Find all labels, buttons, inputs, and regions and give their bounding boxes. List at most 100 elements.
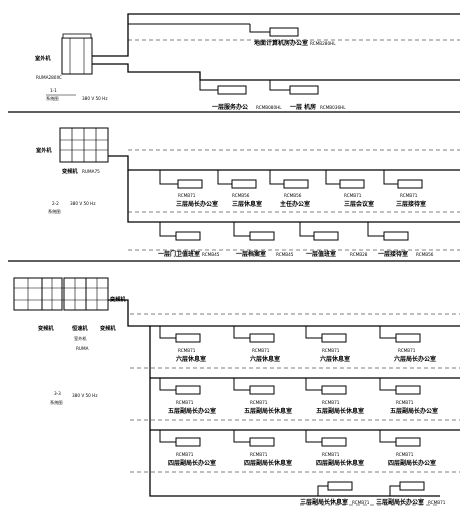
room-label: 五层副局长休息室 xyxy=(244,407,292,415)
system-name-2: 系统图 xyxy=(48,208,61,215)
floor-5-units: RCMB71 五层副局长办公室 RCMB71 五层副局长休息室 RCMB71 五… xyxy=(159,378,438,415)
room-label: 四层副局长办公室 xyxy=(168,459,216,467)
room-model: RCMB71 xyxy=(178,348,196,353)
system-1: 室外机 RUMA280XC 1-1 系统图 380 V 50 Hz 地面计算机房… xyxy=(35,13,460,111)
floor-6-units: RCMB71 六层休息室 RCMB71 六层休息室 RCMB71 六层休息室 R… xyxy=(159,326,436,363)
room-model: RCMB080HL xyxy=(256,105,282,110)
room-model: RCMB28 xyxy=(350,252,368,257)
indoor-unit xyxy=(249,333,275,343)
indoor-unit-1c xyxy=(289,85,319,95)
room-model: RCMB56 xyxy=(284,193,302,198)
room-label: 三层接待室 xyxy=(396,200,426,208)
outdoor-label-3: 室外机 xyxy=(74,335,87,342)
room-label: 四层副局长办公室 xyxy=(388,459,436,467)
lower-room-units: 一层门卫值班室 RCMB45 一层档案室 RCMB45 一层值班室 RCMB28… xyxy=(158,222,434,258)
system-3: 变频机 变频机 恒速机 变频机 室外机 RUMA 3-3 系统图 380 V 5… xyxy=(13,277,460,506)
room-label: 一层服务办公 xyxy=(212,103,248,111)
room-model: RCMB71 xyxy=(178,193,196,198)
room-label: 主任办公室 xyxy=(280,200,310,208)
room-model: RCMB71 xyxy=(322,348,340,353)
room-model: RCMB56 xyxy=(416,252,434,257)
indoor-unit xyxy=(399,481,425,491)
indoor-unit xyxy=(175,333,201,343)
system-name-3: 系统图 xyxy=(50,399,63,406)
outdoor-label-1: 室外机 xyxy=(35,54,51,62)
room-model: RCMB71 xyxy=(352,500,370,505)
indoor-unit xyxy=(395,385,421,395)
floor-3-units: 三层副局长休息室 RCMB71 三层副局长办公室 RCMB71 xyxy=(300,481,446,506)
power-note-3: 380 V 50 Hz xyxy=(72,393,98,398)
room-model: RCMB71 xyxy=(344,193,362,198)
room-model: RCMB280HL xyxy=(310,41,336,46)
room-label: 一层档案室 xyxy=(236,250,266,258)
indoor-unit xyxy=(339,179,365,189)
room-label: 三层会议室 xyxy=(344,200,374,208)
indoor-unit xyxy=(175,385,201,395)
room-model: RCMB036HL xyxy=(320,105,346,110)
room-model: RCMB71 xyxy=(400,193,418,198)
room-model: RCMB71 xyxy=(398,348,416,353)
indoor-unit xyxy=(249,385,275,395)
system-code-1: 1-1 xyxy=(50,88,57,93)
power-note-2: 380 V 50 Hz xyxy=(70,201,96,206)
room-label: 一层 机房 xyxy=(290,103,316,111)
room-model: RCMB71 xyxy=(250,452,268,457)
room-model: RCMB71 xyxy=(252,348,270,353)
outdoor-label-2: 室外机 xyxy=(36,146,52,154)
room-label: 地面计算机房办公室 xyxy=(254,39,308,47)
room-label: 一层接待室 xyxy=(378,250,408,258)
unit-label-2: 恒速机 xyxy=(72,324,88,332)
indoor-unit xyxy=(283,179,309,189)
indoor-unit xyxy=(177,179,203,189)
room-model: RCMB71 xyxy=(396,400,414,405)
indoor-unit xyxy=(321,333,347,343)
outdoor-model-2: RUMA75 xyxy=(82,169,100,174)
room-model: RCMB71 xyxy=(176,400,194,405)
room-label: 四层副局长休息室 xyxy=(316,459,364,467)
room-label: 三层副局长休息室 xyxy=(300,498,348,506)
unit-label-3: 变频机 xyxy=(100,324,116,332)
indoor-unit xyxy=(175,231,201,241)
indoor-unit xyxy=(249,437,275,447)
room-label: 三层局长办公室 xyxy=(176,200,218,208)
room-model: RCMB71 xyxy=(322,400,340,405)
room-model: RCMB71 xyxy=(176,452,194,457)
indoor-unit-1a xyxy=(269,27,299,37)
system-code-3: 3-3 xyxy=(54,391,61,396)
system-code-2: 2-2 xyxy=(52,201,59,206)
outdoor-unit-1 xyxy=(61,37,93,75)
indoor-unit xyxy=(383,231,409,241)
room-label: 六层休息室 xyxy=(176,355,206,363)
outdoor-model-1: RUMA280XC xyxy=(36,75,62,80)
indoor-unit xyxy=(249,231,275,241)
outdoor-model-3: RUMA xyxy=(76,346,89,351)
room-label: 五层副局长办公室 xyxy=(168,407,216,415)
indoor-unit xyxy=(313,231,339,241)
room-label: 四层副局长休息室 xyxy=(244,459,292,467)
indoor-unit xyxy=(395,333,421,343)
room-model: RCMB56 xyxy=(232,193,250,198)
indoor-unit xyxy=(231,179,257,189)
power-note-1: 380 V 50 Hz xyxy=(82,96,108,101)
indoor-unit xyxy=(175,437,201,447)
room-label: 六层休息室 xyxy=(320,355,350,363)
room-model: RCMB45 xyxy=(202,252,220,257)
room-label: 六层休息室 xyxy=(250,355,280,363)
room-label: 一层值班室 xyxy=(306,250,336,258)
room-model: RCMB71 xyxy=(428,500,446,505)
room-label: 一层门卫值班室 xyxy=(158,250,200,258)
room-label: 六层局长办公室 xyxy=(394,355,436,363)
outdoor-units-3 xyxy=(13,277,109,311)
room-model: RCMB71 xyxy=(250,400,268,405)
indoor-unit xyxy=(327,481,353,491)
room-label: 五层副局长办公室 xyxy=(390,407,438,415)
outdoor-unit-label-2: 变频机 xyxy=(62,167,78,175)
indoor-unit xyxy=(321,385,347,395)
system-2: 室外机 变频机 RUMA75 2-2 系统图 380 V 50 Hz RCMB7… xyxy=(36,127,460,258)
room-model: RCMB45 xyxy=(276,252,294,257)
indoor-unit xyxy=(397,179,423,189)
room-label: 三层休息室 xyxy=(232,200,262,208)
upper-room-units: RCMB71 三层局长办公室 RCMB56 三层休息室 RCMB56 主任办公室… xyxy=(159,170,426,208)
room-label: 三层副局长办公室 xyxy=(376,498,424,506)
